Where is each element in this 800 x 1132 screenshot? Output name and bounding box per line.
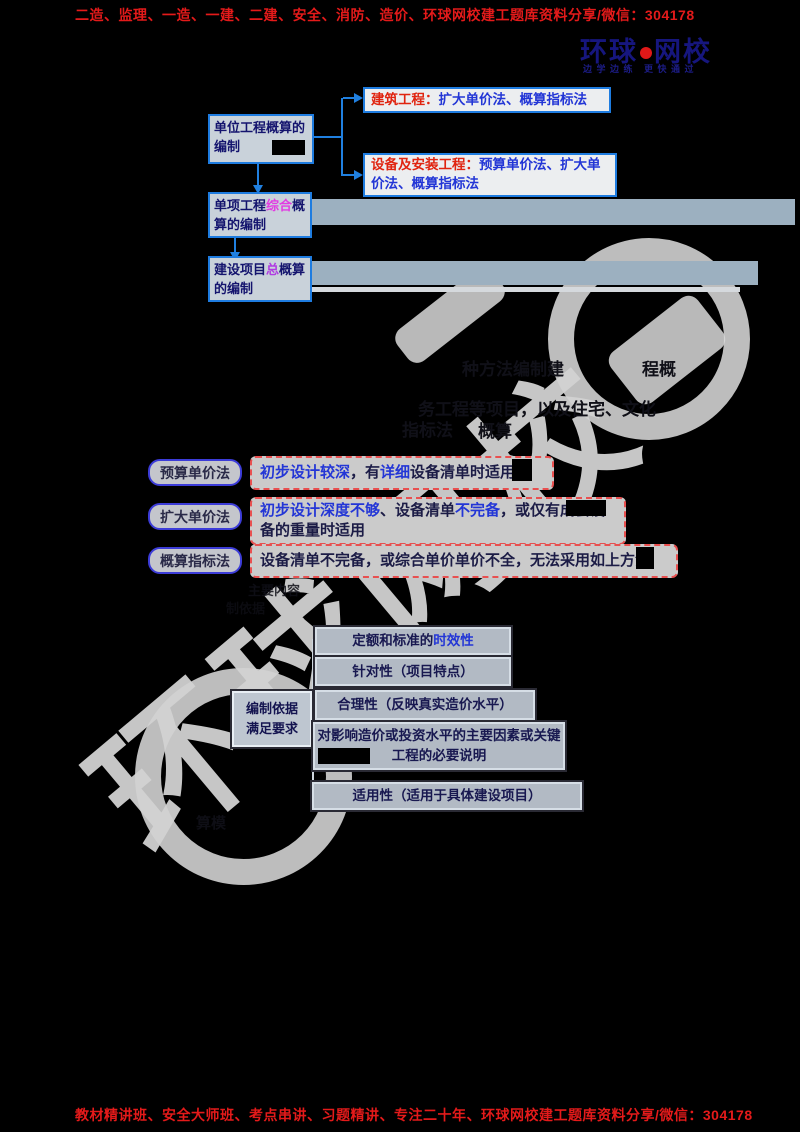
leaf-pertinence: 针对性（项目特点）: [315, 657, 511, 686]
connector-line: [257, 161, 259, 187]
desc-seg: 设备清单不完备，或综合单价单价不全，无法采用如上方法: [260, 552, 651, 569]
text-fragment: 指标法: [402, 421, 453, 440]
leaf-highlight: 时效性: [433, 633, 474, 649]
method-label-budget-unit-price: 预算单价法: [148, 459, 242, 486]
connector-line: [234, 233, 236, 254]
desc-text: 初步设计深度不够、设备清单不完备，或仅有成套设备的重量时适用: [260, 501, 616, 541]
node-pre: 单项工程: [214, 198, 267, 213]
leaf-text: 针对性（项目特点）: [352, 663, 474, 679]
node-pre: 建设项目: [214, 262, 267, 277]
method-label-expanded-unit-price: 扩大单价法: [148, 503, 242, 530]
leaf-text: 对影响造价或投资水平的主要因素或关键工程的必要说明: [317, 728, 561, 763]
method-label-text: 预算单价法: [160, 464, 230, 481]
node-methods: 扩大单价法、概算指标法: [438, 91, 588, 107]
leaf-timeliness: 定额和标准的时效性: [315, 627, 511, 655]
arrow-down-icon: [253, 185, 263, 194]
node-total-project-estimate: 建设项目总概算的编制: [208, 256, 312, 302]
connector-line: [343, 174, 355, 176]
connector-line: [312, 639, 314, 795]
method-desc-estimate-index: 设备清单不完备，或综合单价单价不全，无法采用如上方法: [250, 544, 678, 578]
logo-text-left: 环球: [580, 37, 638, 67]
connector-line: [310, 136, 342, 138]
node-highlight: 综合: [266, 198, 293, 213]
node-highlight: 总: [266, 262, 280, 277]
text-fragment: 程概: [642, 360, 676, 379]
logo-tagline: 边学边练 更快通过: [583, 64, 699, 74]
text-fragment: 概算: [478, 422, 512, 441]
text-fragment: 算模: [196, 815, 227, 832]
arrow-right-icon: [354, 93, 363, 103]
node-post: 概算的编制: [214, 262, 306, 296]
desc-text: 初步设计较深，有详细设备清单时适用: [260, 463, 515, 483]
node-unit-project-estimate: 单位工程概算的编制: [208, 114, 314, 164]
site-logo: 环球 网校: [580, 30, 712, 69]
leaf-pre: 定额和标准的: [352, 633, 434, 649]
leaf-rationality: 合理性（反映真实造价水平）: [315, 690, 535, 720]
connector-line: [341, 98, 343, 176]
highlight-bar: [300, 287, 740, 292]
node-text: 设备及安装工程：预算单价法、扩大单价法、概算指标法: [371, 156, 609, 194]
bottom-promo-banner: 教材精讲班、安全大师班、考点串讲、习题精讲、专注二十年、环球网校建工题库资料分享…: [75, 1107, 753, 1123]
leaf-applicability: 适用性（适用于具体建设项目）: [312, 782, 582, 810]
node-head: 设备及安装工程：: [371, 157, 479, 173]
logo-dot-icon: [640, 46, 652, 59]
top-promo-banner: 二造、监理、一造、一建、二建、安全、消防、造价、环球网校建工题库资料分享/微信：…: [75, 7, 695, 23]
text-fragment: 务工程等项目，以及住宅、文化: [418, 400, 656, 419]
node-methods: 预算单价法、扩大单价法、概算指标法: [371, 157, 601, 191]
node-head: 建筑工程：: [371, 91, 439, 107]
highlight-bar: [300, 261, 758, 285]
node-building-works: 建筑工程：扩大单价法、概算指标法: [363, 87, 611, 113]
node-label: 单位工程概算的编制: [214, 120, 306, 154]
desc-seg: 、设备清单: [380, 502, 456, 519]
text-fragment: 种方法编制建: [462, 360, 564, 379]
render-artifact: [512, 459, 532, 481]
arrow-right-icon: [354, 170, 363, 180]
desc-seg: 初步设计深度不够: [260, 502, 381, 519]
desc-seg: 不完备: [455, 502, 501, 519]
desc-text: 设备清单不完备，或综合单价单价不全，无法采用如上方法: [260, 551, 650, 571]
leaf-text: 合理性（反映真实造价水平）: [337, 697, 513, 713]
desc-seg: 设备清单时适用: [410, 464, 516, 481]
node-label: 编制依据满足要求: [245, 700, 298, 736]
method-label-text: 概算指标法: [160, 552, 230, 569]
desc-seg: 详细: [380, 464, 411, 481]
logo-text-right: 网校: [654, 37, 712, 67]
method-label-text: 扩大单价法: [160, 508, 230, 525]
node-equipment-install: 设备及安装工程：预算单价法、扩大单价法、概算指标法: [363, 153, 617, 197]
highlight-bar: [300, 199, 795, 225]
node-single-project-estimate: 单项工程综合概算的编制: [208, 192, 312, 238]
leaf-text: 适用性（适用于具体建设项目）: [352, 788, 542, 804]
leaf-text: 定额和标准的时效性: [352, 631, 474, 651]
connector-line: [343, 97, 355, 99]
text-fragment: 主要内容: [248, 583, 301, 598]
method-desc-budget-unit-price: 初步设计较深，有详细设备清单时适用: [250, 456, 554, 490]
render-artifact: [318, 748, 370, 764]
render-artifact: [636, 547, 654, 569]
method-label-estimate-index: 概算指标法: [148, 547, 242, 574]
node-post: 概算的编制: [214, 198, 306, 232]
desc-seg: ，有: [350, 464, 381, 481]
render-artifact: [272, 140, 305, 155]
node-compilation-basis: 编制依据满足要求: [232, 691, 312, 747]
render-artifact: [566, 500, 606, 516]
desc-seg: 初步设计较深: [260, 464, 351, 481]
text-fragment: 制依据: [226, 601, 266, 616]
